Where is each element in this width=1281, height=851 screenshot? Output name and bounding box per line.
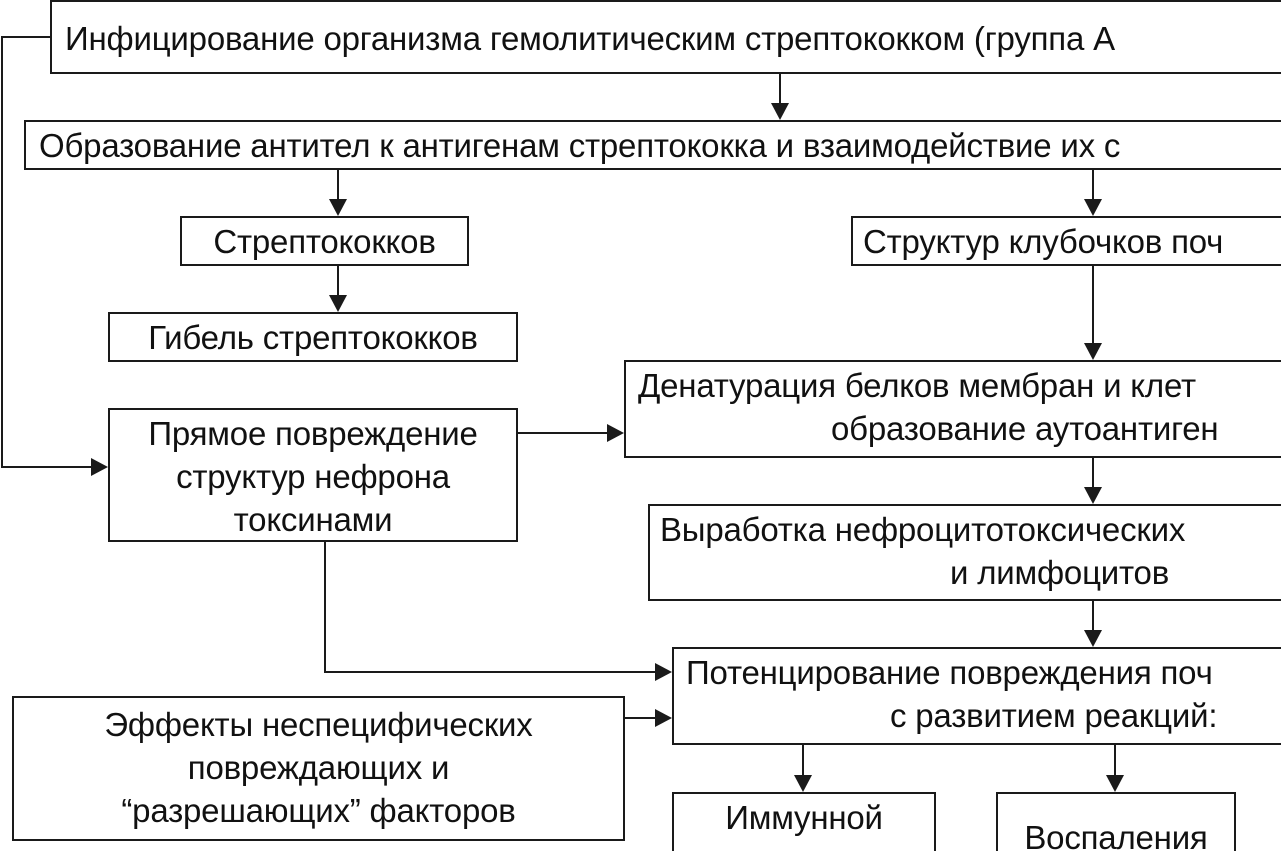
strep-death-text-line-1: Гибель стрептококков bbox=[148, 319, 478, 356]
antibodies-text-line-1: Образование антител к антигенам стрепток… bbox=[39, 127, 1121, 164]
nonspecific-effects-text-line-3: “разрешающих” факторов bbox=[121, 792, 516, 829]
streptococci-text-line-1: Стрептококков bbox=[213, 223, 436, 260]
production-text-line-2: и лимфоцитов bbox=[950, 554, 1170, 591]
arrow-denaturation-to-production bbox=[1084, 457, 1102, 504]
arrow-potentiation-to-inflammation bbox=[1106, 744, 1124, 792]
strep-death-box: Гибель стрептококков bbox=[108, 312, 518, 362]
infection-box: Инфицирование организма гемолитическим с… bbox=[50, 0, 1281, 74]
arrow-direct-damage-to-denaturation bbox=[517, 424, 624, 442]
inflammation-text-line-1: Воспаления bbox=[1024, 819, 1208, 851]
streptococci-box: Стрептококков bbox=[180, 216, 469, 266]
inflammation-box: Воспаления bbox=[996, 792, 1236, 851]
arrow-antibodies-to-glomerular-structures bbox=[1084, 169, 1102, 216]
potentiation-box: Потенцирование повреждения поч с развити… bbox=[672, 647, 1281, 745]
glomerular-structures-text-line-1: Структур клубочков поч bbox=[863, 223, 1224, 260]
production-text-line-1: Выработка нефроцитотоксических bbox=[660, 511, 1186, 548]
nonspecific-effects-box: Эффекты неспецифических повреждающих и “… bbox=[12, 696, 625, 841]
arrow-infection-to-direct-damage bbox=[1, 36, 108, 476]
arrow-potentiation-to-immune bbox=[794, 744, 812, 792]
immune-text-line-1: Иммунной bbox=[725, 799, 883, 836]
immune-box: Иммунной bbox=[672, 792, 936, 851]
arrow-direct-damage-to-potentiation bbox=[324, 541, 672, 681]
denaturation-box: Денатурация белков мембран и клет образо… bbox=[624, 360, 1281, 458]
potentiation-text-line-1: Потенцирование повреждения поч bbox=[686, 654, 1213, 691]
arrow-glomerular-structures-to-denaturation bbox=[1084, 265, 1102, 360]
arrow-production-to-potentiation bbox=[1084, 600, 1102, 647]
infection-text-line-1: Инфицирование организма гемолитическим с… bbox=[65, 20, 1115, 57]
arrow-streptococci-to-strep-death bbox=[329, 265, 347, 312]
antibodies-box: Образование антител к антигенам стрепток… bbox=[24, 120, 1281, 170]
production-box: Выработка нефроцитотоксических и лимфоци… bbox=[648, 504, 1281, 601]
glomerular-structures-box: Структур клубочков поч bbox=[851, 216, 1281, 266]
direct-damage-text-line-2: структур нефрона bbox=[176, 458, 450, 495]
arrow-infection-to-antibodies bbox=[771, 73, 789, 120]
denaturation-text-line-2: образование аутоантиген bbox=[831, 410, 1219, 447]
direct-damage-box: Прямое повреждение структур нефрона токс… bbox=[108, 408, 518, 542]
direct-damage-text-line-1: Прямое повреждение bbox=[148, 415, 478, 452]
denaturation-text-line-1: Денатурация белков мембран и клет bbox=[638, 367, 1196, 404]
arrow-antibodies-to-streptococci bbox=[329, 169, 347, 216]
arrow-nonspecific-effects-to-potentiation bbox=[624, 709, 672, 727]
nonspecific-effects-text-line-1: Эффекты неспецифических bbox=[104, 706, 533, 743]
nonspecific-effects-text-line-2: повреждающих и bbox=[187, 749, 450, 786]
direct-damage-text-line-3: токсинами bbox=[233, 501, 393, 538]
potentiation-text-line-2: с развитием реакций: bbox=[890, 697, 1218, 734]
